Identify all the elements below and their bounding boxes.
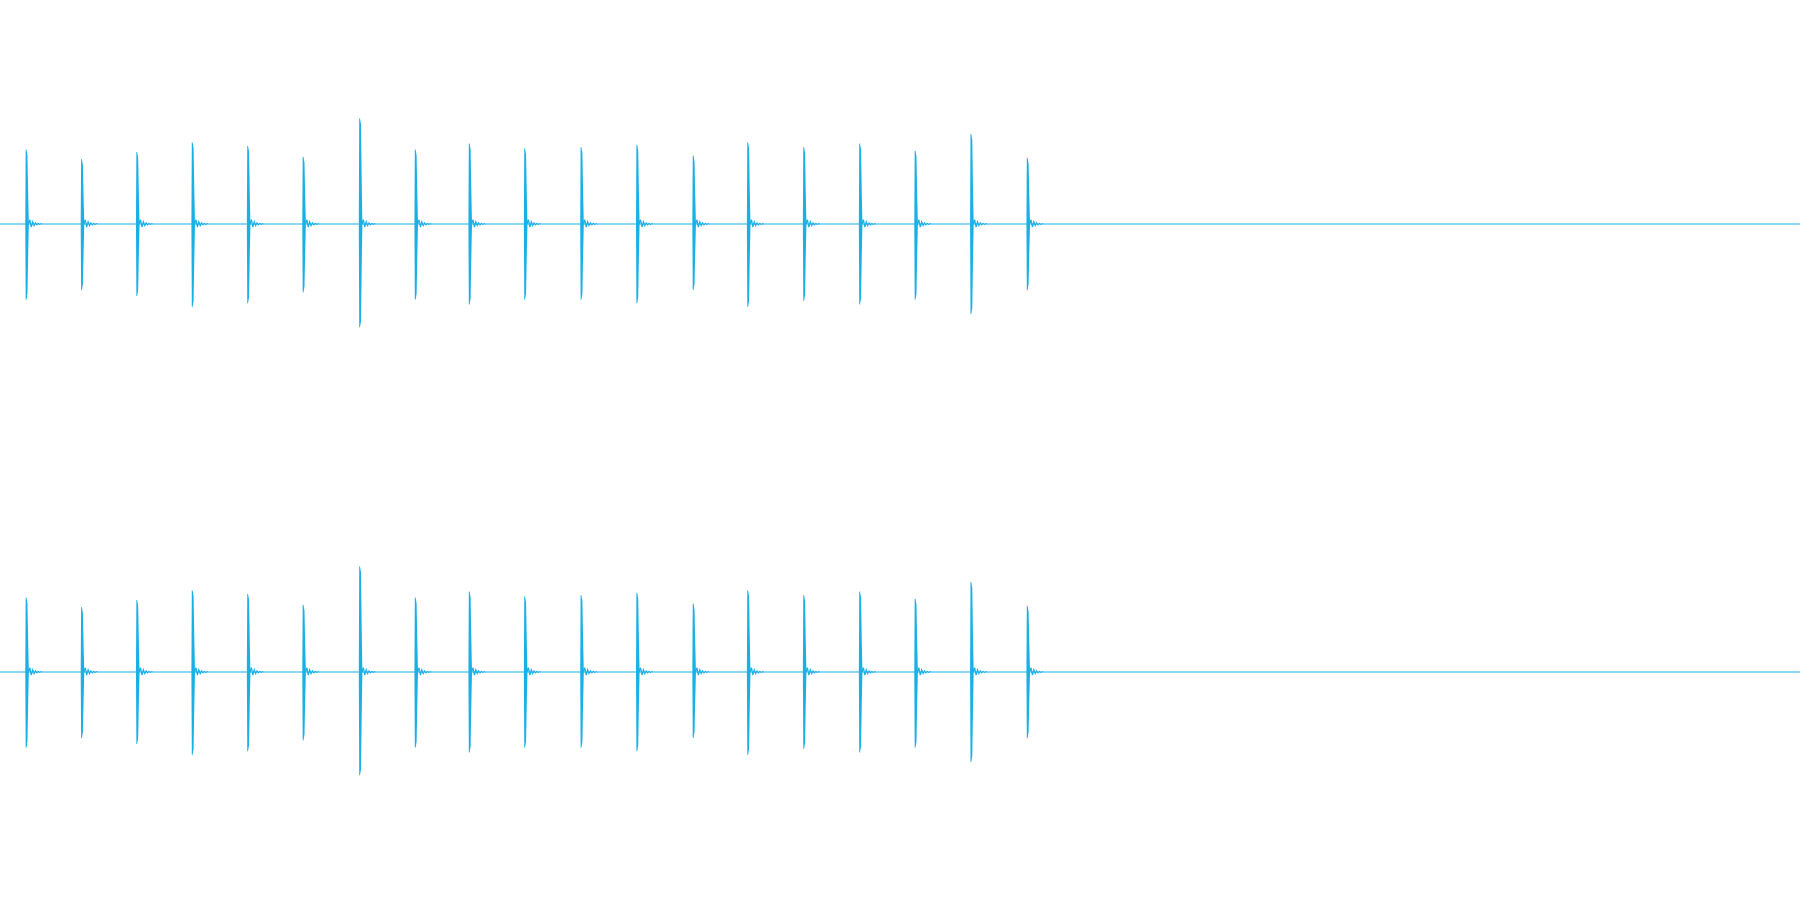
- transient-tail: [694, 219, 710, 228]
- transient-tail: [471, 219, 486, 228]
- transient-tail: [249, 219, 265, 228]
- transient-tail: [972, 667, 988, 676]
- transient-tail: [417, 219, 432, 228]
- channel-1: [0, 118, 1800, 328]
- transient-tail: [471, 667, 486, 676]
- click-transient: [302, 156, 320, 293]
- click-transient: [191, 142, 209, 307]
- transient-tail: [194, 219, 209, 228]
- click-transient: [246, 145, 265, 304]
- click-transient: [414, 149, 432, 300]
- click-transient: [523, 596, 542, 748]
- transient-tail: [526, 219, 542, 228]
- click-transient: [135, 151, 154, 297]
- transient-tail: [749, 219, 765, 228]
- click-transient: [802, 595, 821, 749]
- transient-tail: [361, 219, 377, 228]
- transient-tail: [526, 667, 542, 676]
- click-transient: [580, 147, 598, 300]
- transient-tail: [861, 667, 877, 676]
- transient-tail: [138, 667, 154, 676]
- click-transient: [80, 159, 99, 291]
- click-transient: [692, 155, 710, 291]
- transient-tail: [304, 667, 320, 676]
- click-transient: [802, 147, 821, 301]
- click-transient: [302, 604, 320, 741]
- transient-tail: [304, 219, 320, 228]
- transient-tail: [249, 667, 265, 676]
- click-transient: [191, 590, 209, 755]
- transient-tail: [417, 667, 432, 676]
- click-transient: [523, 148, 542, 300]
- click-transient: [135, 599, 154, 745]
- transient-tail: [805, 219, 821, 228]
- click-transient: [746, 142, 765, 307]
- click-transient: [25, 149, 43, 300]
- click-transient: [914, 598, 932, 748]
- click-transient: [358, 118, 377, 328]
- click-transient: [468, 591, 486, 753]
- transient-tail: [138, 219, 154, 228]
- transient-tail: [83, 219, 99, 228]
- transient-tail: [749, 667, 765, 676]
- transient-tail: [861, 219, 877, 228]
- transient-tail: [638, 667, 654, 676]
- click-transient: [246, 593, 265, 752]
- click-transient: [358, 566, 377, 776]
- transient-tail: [27, 219, 43, 228]
- click-transient: [635, 592, 654, 752]
- click-transient: [970, 133, 988, 315]
- click-transient: [80, 607, 99, 739]
- transient-tail: [194, 667, 209, 676]
- click-transient: [858, 591, 877, 753]
- transient-tail: [83, 667, 99, 676]
- transient-tail: [638, 219, 654, 228]
- click-transient: [1026, 605, 1044, 739]
- transient-tail: [916, 667, 932, 676]
- transient-tail: [1029, 667, 1044, 676]
- transient-tail: [916, 219, 932, 228]
- transient-tail: [582, 667, 598, 676]
- click-transient: [970, 581, 988, 763]
- transient-tail: [694, 667, 710, 676]
- transient-tail: [1029, 219, 1044, 228]
- click-transient: [692, 603, 710, 739]
- channel-2: [0, 566, 1800, 776]
- transient-tail: [972, 219, 988, 228]
- transient-tail: [582, 219, 598, 228]
- click-transient: [580, 595, 598, 748]
- click-transient: [746, 590, 765, 755]
- transient-tail: [805, 667, 821, 676]
- click-transient: [635, 144, 654, 304]
- transient-tail: [27, 667, 43, 676]
- transient-tail: [361, 667, 377, 676]
- click-transient: [1026, 157, 1044, 291]
- click-transient: [914, 150, 932, 300]
- click-transient: [414, 597, 432, 748]
- click-transient: [25, 597, 43, 748]
- click-transient: [858, 143, 877, 305]
- channels-layer: [0, 118, 1800, 776]
- click-transient: [468, 143, 486, 305]
